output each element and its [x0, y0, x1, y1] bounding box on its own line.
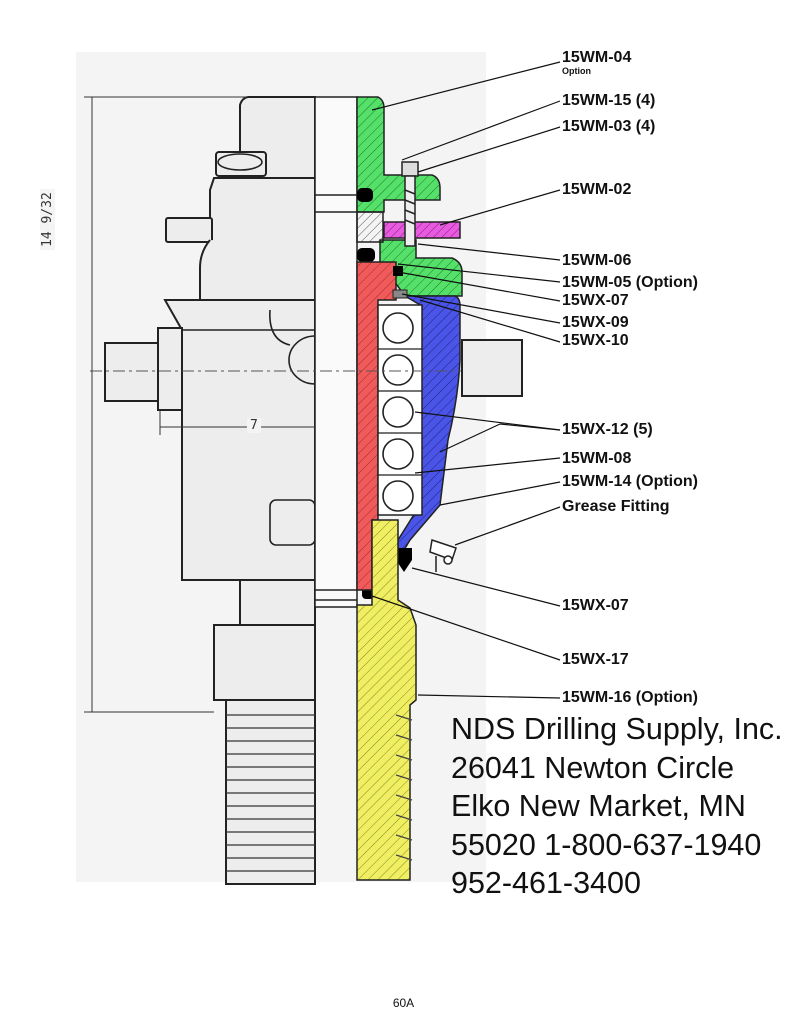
page-number: 60A — [392, 996, 415, 1010]
company-name: NDS Drilling Supply, Inc. — [451, 712, 783, 746]
spacer-block — [356, 211, 384, 243]
part-label: 15WM-02 — [562, 181, 632, 198]
dimension-lines — [84, 96, 315, 713]
part-label: 15WX-12 (5) — [562, 421, 653, 438]
part-label: 15WX-09 — [562, 314, 629, 331]
pin-threads — [226, 714, 315, 872]
part-label-text: 15WM-04 — [562, 49, 632, 66]
height-dimension-label: 14 9/32 — [40, 189, 55, 250]
part-label: 15WM-03 (4) — [562, 118, 656, 135]
part-label: 15WX-10 — [562, 332, 629, 349]
bearing-race-lines — [378, 348, 422, 476]
part-label: 15WX-07 — [562, 292, 629, 309]
part-label: Grease Fitting — [562, 498, 670, 515]
part-15wm-04-green — [356, 96, 441, 213]
o-ring-upper — [357, 188, 373, 202]
seal-15wx-07-upper — [393, 266, 403, 276]
company-zip-phone: 55020 1-800-637-1940 — [451, 827, 762, 862]
part-label: 15WM-08 — [562, 450, 632, 467]
width-dimension-label: 7 — [247, 418, 261, 433]
company-street: 26041 Newton Circle — [451, 750, 735, 785]
part-housing-blue — [397, 295, 461, 563]
o-ring-mid — [357, 248, 375, 262]
part-label-note: Option — [562, 66, 591, 76]
yellow-threads — [395, 714, 413, 861]
bolt-15wm-03 — [401, 161, 419, 247]
company-address: NDS Drilling Supply, Inc. 26041 Newton C… — [451, 710, 783, 903]
bore — [314, 96, 358, 608]
part-label: 15WM-14 (Option) — [562, 473, 698, 490]
part-label: 15WM-06 — [562, 252, 632, 269]
leader-lines — [371, 61, 561, 699]
company-phone: 952-461-3400 — [451, 866, 641, 900]
bearing-balls — [382, 312, 414, 512]
part-label: 15WM-05 (Option) — [562, 274, 698, 291]
grease-fitting — [429, 539, 457, 572]
bail-stub-right — [461, 339, 523, 397]
exterior-view — [104, 96, 316, 885]
company-city: Elko New Market, MN — [451, 789, 746, 823]
seal-15wx-07-lower — [396, 548, 412, 572]
seal-15wx-09 — [392, 289, 408, 299]
part-label: 15WM-15 (4) — [562, 92, 656, 109]
part-label: 15WX-07 — [562, 597, 629, 614]
bore-lines — [315, 194, 357, 601]
part-label: 15WX-17 — [562, 651, 629, 668]
part-15wm-02-magenta — [383, 221, 461, 239]
part-15wm-16-yellow — [356, 519, 417, 881]
part-label: 15WM-16 (Option) — [562, 689, 698, 706]
part-label: 15WM-04 Option — [562, 50, 631, 76]
